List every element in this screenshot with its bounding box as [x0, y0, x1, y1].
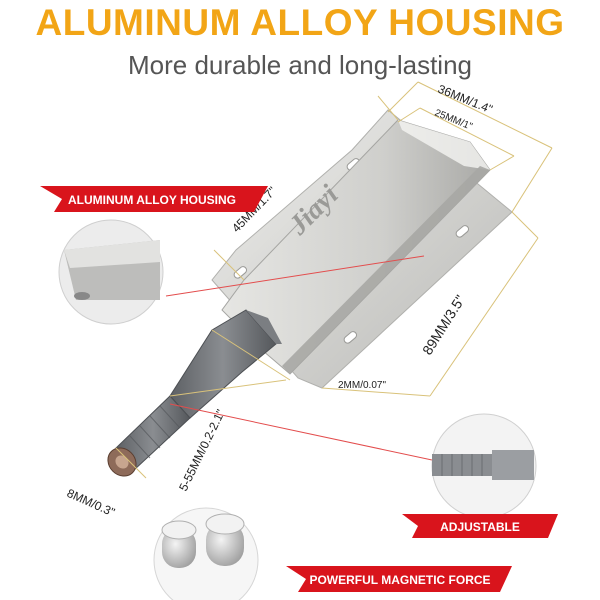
screw-hole — [233, 266, 248, 279]
zoom-magnet — [153, 507, 259, 600]
callout-housing-label: ALUMINUM ALLOY HOUSING — [68, 193, 236, 207]
zoom-housing-edge — [58, 219, 164, 325]
callout-magnetic-label: POWERFUL MAGNETIC FORCE — [309, 573, 490, 587]
screw-hole — [455, 225, 470, 238]
dim-tip-diameter: 8MM/0.3" — [65, 486, 117, 520]
callout-adjustable-banner — [402, 514, 558, 538]
plunger-sleeve — [169, 309, 277, 419]
callout-magnetic-banner — [286, 566, 512, 592]
page-title: ALUMINUM ALLOY HOUSING — [35, 2, 565, 43]
page-subtitle: More durable and long-lasting — [128, 50, 472, 80]
dim-width-body: 25MM/1" — [433, 108, 474, 133]
callout-adjustable-label: ADJUSTABLE — [440, 520, 520, 534]
housing-body — [221, 119, 491, 375]
zoom-adjustable — [431, 413, 537, 519]
dimension-lines — [115, 81, 553, 479]
dim-plate-thickness: 2MM/0.07" — [338, 380, 386, 391]
callout-housing-banner — [40, 186, 268, 212]
screw-hole — [343, 331, 358, 344]
dim-total-length: 89MM/3.5" — [419, 292, 468, 358]
